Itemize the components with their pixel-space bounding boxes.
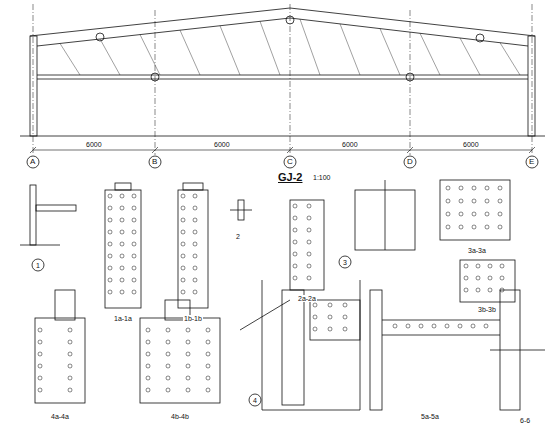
bolt-holes — [38, 186, 504, 392]
portal-frame — [20, 8, 545, 136]
axis-letter: B — [151, 158, 158, 166]
axis-letter: C — [286, 158, 294, 166]
detail-number: 4 — [252, 397, 258, 404]
section-label: 5a-5a — [420, 413, 440, 420]
dimension: 6000 — [213, 141, 231, 148]
dimension: 6000 — [85, 141, 103, 148]
dimension: 6000 — [462, 141, 480, 148]
section-label: 6-6 — [519, 417, 531, 424]
dimension-line — [30, 147, 535, 153]
section-label: 4a-4a — [50, 413, 70, 420]
detail-number: 3 — [342, 259, 348, 266]
axis-lines — [33, 4, 532, 155]
section-label: 1a-1a — [113, 315, 133, 322]
section-label: 1b-1b — [183, 315, 203, 322]
axis-letter: D — [406, 158, 414, 166]
axis-bubbles — [27, 156, 538, 168]
dimension: 6000 — [341, 141, 359, 148]
axis-letter: E — [528, 158, 535, 166]
section-label: 3b-3b — [477, 306, 497, 313]
detail-bases — [35, 280, 545, 410]
section-label: 2a-2a — [297, 295, 317, 302]
scale-note: 1:100 — [312, 174, 332, 181]
detail-1 — [20, 185, 76, 271]
section-label: 4b-4b — [170, 413, 190, 420]
section-label: 2 — [235, 233, 241, 240]
section-label: 3a-3a — [467, 247, 487, 254]
detail-number: 1 — [35, 262, 41, 269]
axis-letter: A — [29, 158, 36, 166]
drawing-title: GJ-2 — [277, 172, 303, 183]
detail-plates — [105, 180, 515, 308]
